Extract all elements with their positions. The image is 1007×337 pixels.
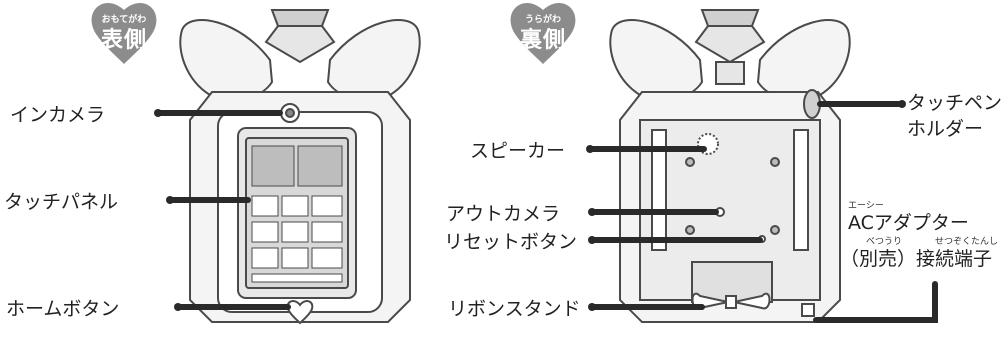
- label-reset-button: リセットボタン: [444, 231, 578, 253]
- label-ac-line1: ACアダプター: [848, 212, 969, 234]
- leader-lines: [155, 101, 938, 323]
- label-ac-ruby: エーシー: [848, 201, 884, 211]
- front-badge-text: 表側: [100, 28, 147, 53]
- back-badge-ruby: うらがわ: [524, 15, 561, 25]
- front-heart-badge: [91, 3, 157, 65]
- front-badge: おもてがわ 表側: [85, 0, 163, 66]
- label-pen-holder-line1: タッチペン: [907, 92, 1003, 114]
- label-pen-holder-line2: ホルダー: [907, 118, 984, 140]
- back-device: [609, 9, 851, 323]
- label-home-button: ホームボタン: [6, 298, 120, 320]
- label-ac-line2: （別売）接続端子: [840, 248, 993, 270]
- label-in-camera: インカメラ: [10, 104, 106, 126]
- back-badge: うらがわ 裏側: [504, 0, 582, 66]
- back-badge-text: 裏側: [519, 28, 566, 53]
- label-ac-ruby3: せつぞくたんし: [935, 237, 999, 247]
- front-badge-ruby: おもてがわ: [101, 15, 147, 25]
- front-device: [179, 9, 421, 325]
- back-heart-badge: [510, 3, 576, 65]
- label-ribbon-stand: リボンスタンド: [448, 298, 581, 320]
- label-out-camera: アウトカメラ: [446, 203, 561, 225]
- label-ac-ruby2: べつうり: [866, 237, 903, 247]
- label-speaker: スピーカー: [470, 140, 566, 162]
- label-touch-panel: タッチパネル: [4, 191, 119, 213]
